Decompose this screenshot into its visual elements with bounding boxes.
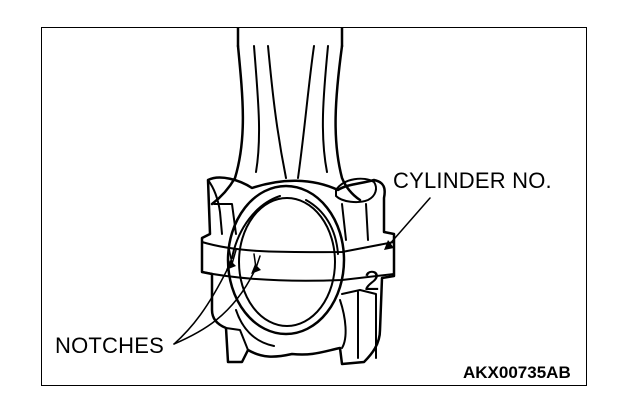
figure-frame: 2 CYLINDER NO. NOTCHES AKX00735AB [41,27,587,386]
cylinder-no-label: CYLINDER NO. [393,168,552,193]
figure-code-label: AKX00735AB [463,363,571,382]
notch-marks [226,247,261,274]
bearing-bore [226,184,346,336]
notches-label: NOTCHES [55,333,164,358]
connecting-rod-drawing: 2 [173,28,431,366]
cylinder-number-stamp: 2 [364,265,380,296]
rod-shank [210,28,362,206]
leader-lines [173,197,431,345]
big-end-housing [200,176,396,366]
